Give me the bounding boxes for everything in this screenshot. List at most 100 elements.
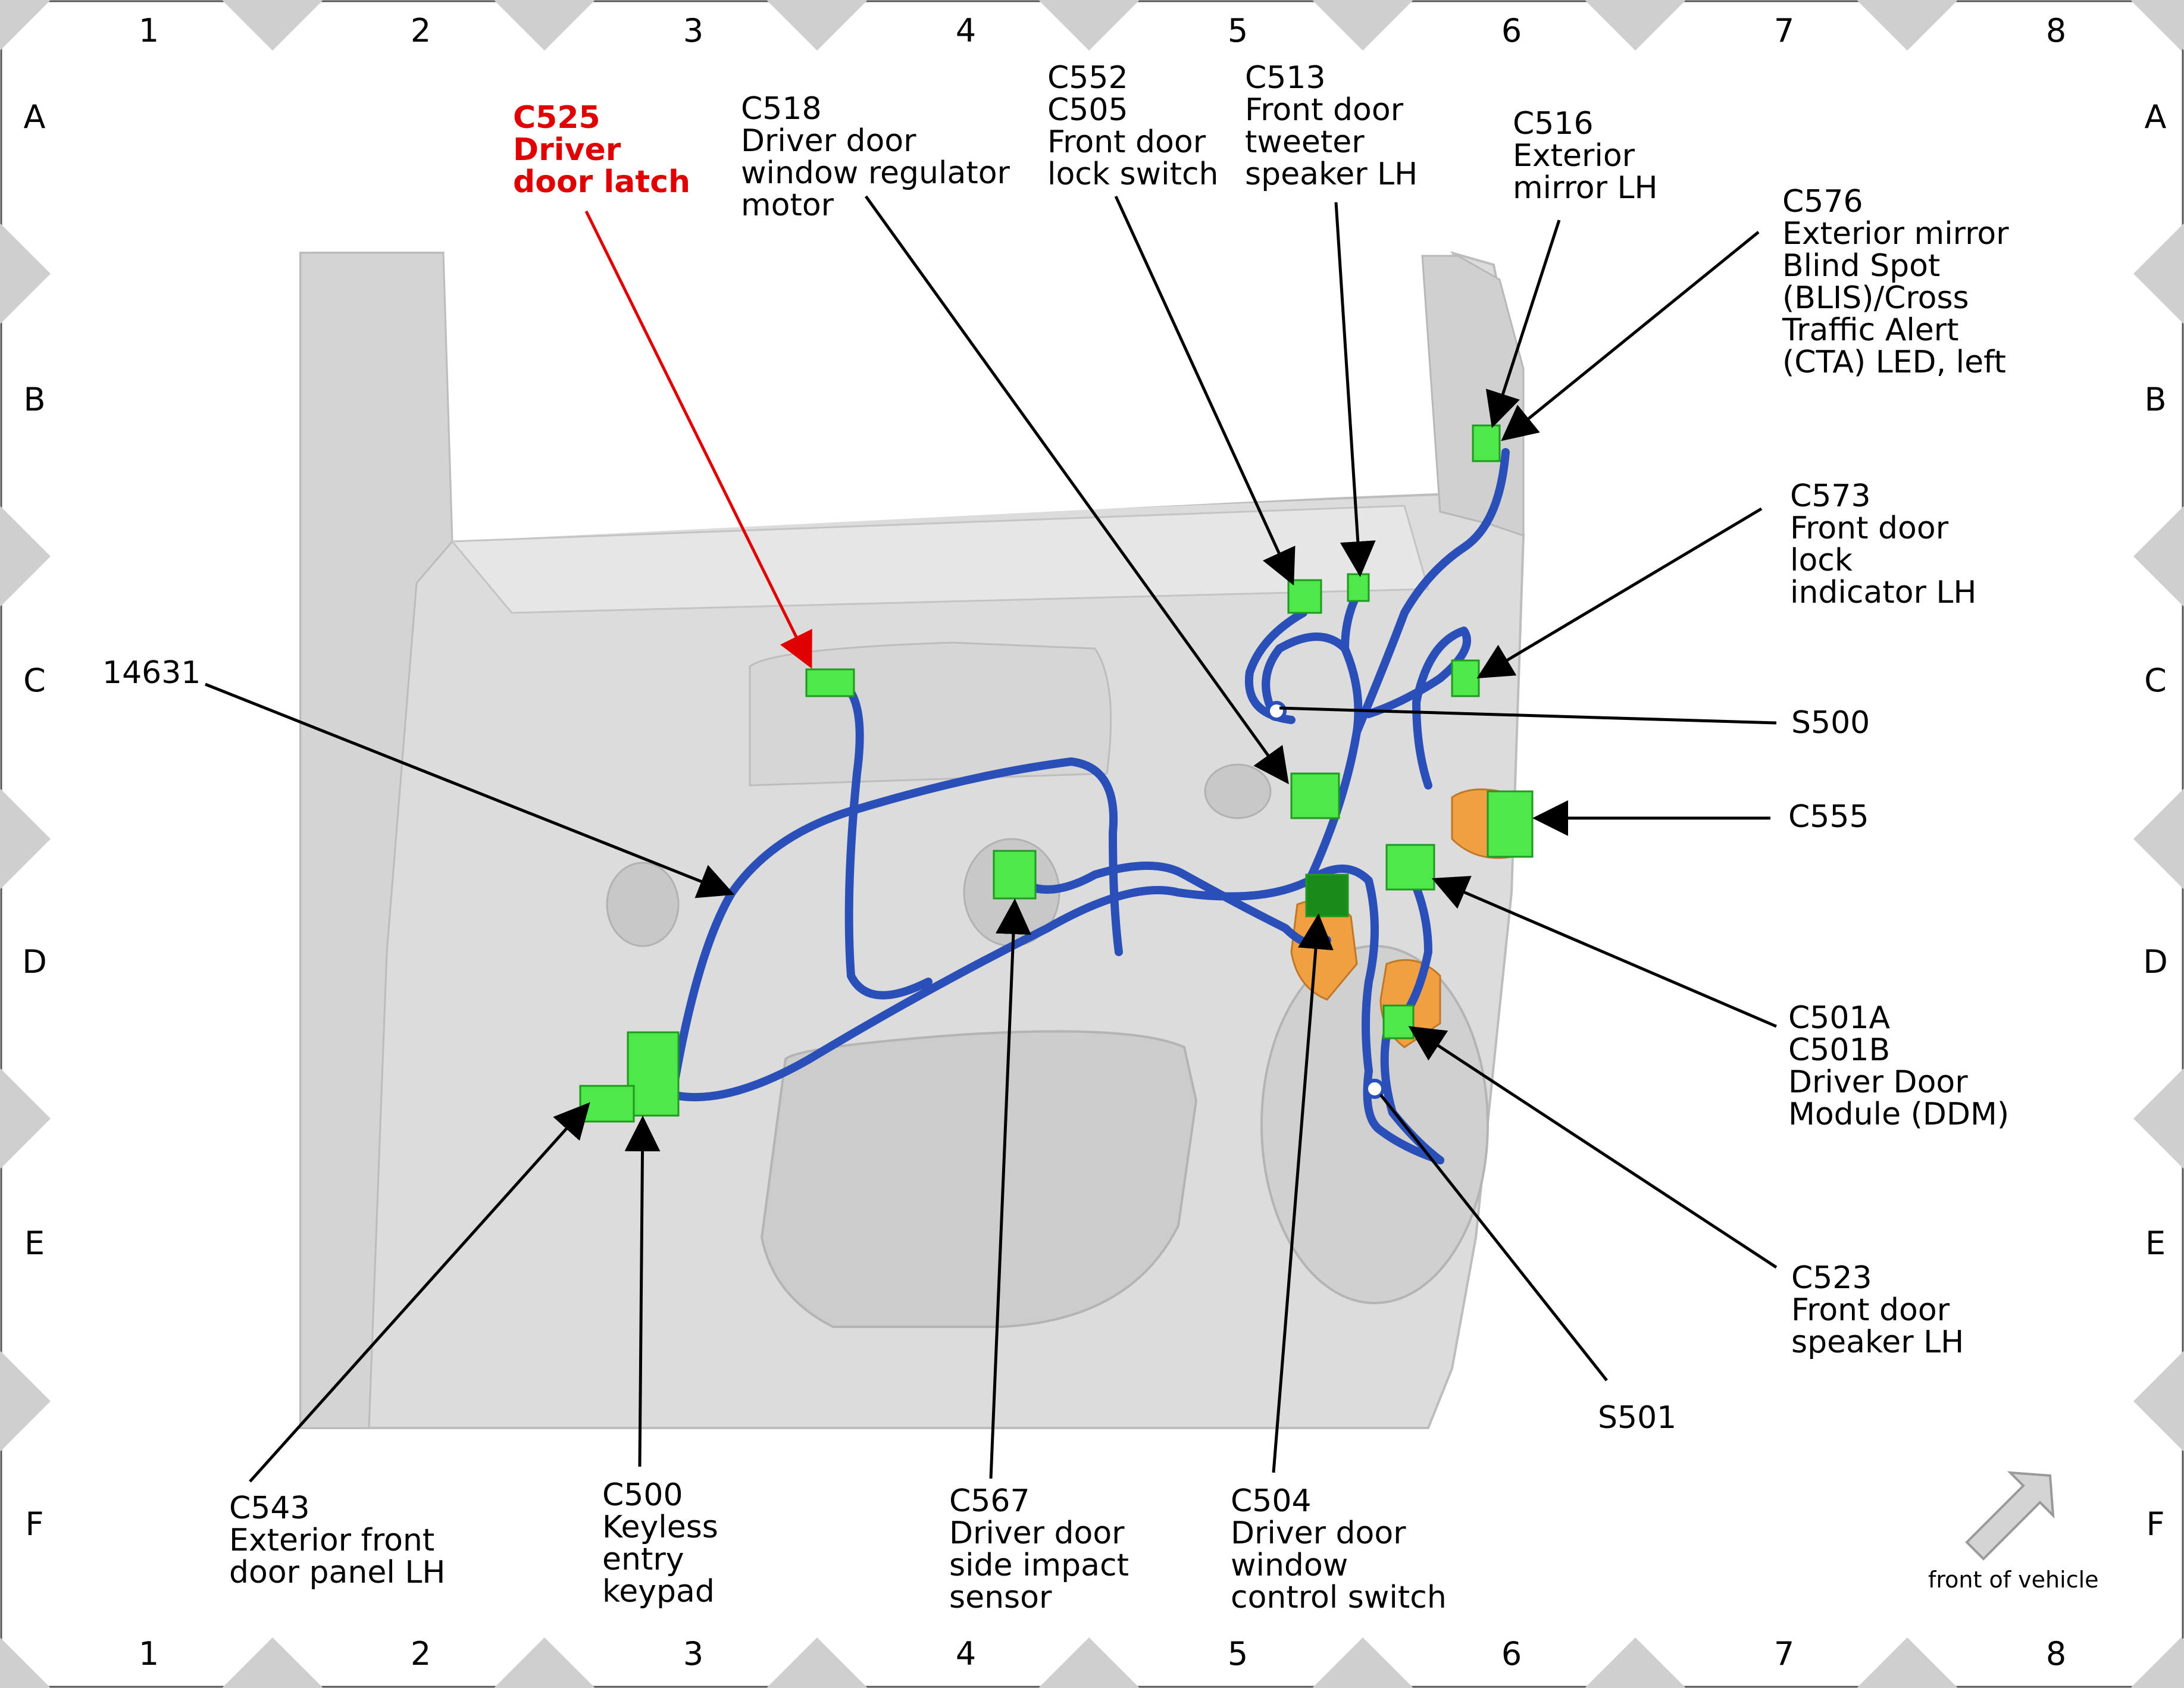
grid-column-label: 4 — [956, 12, 976, 49]
callout-line: tweeter — [1245, 124, 1365, 160]
leader-c518 — [864, 195, 1289, 785]
grid-row-label: D — [2143, 943, 2168, 981]
callout-s501: S501 — [1598, 1400, 1676, 1436]
access-hole — [606, 862, 680, 947]
callout-line: Traffic Alert — [1782, 312, 1959, 348]
leader-c573 — [1476, 507, 1763, 679]
frame-marker — [0, 0, 51, 51]
callout-line: mirror LH — [1513, 170, 1658, 206]
grid-row-label: B — [23, 381, 45, 418]
callout-line: C516 — [1513, 106, 1594, 142]
grid-column-label: 1 — [139, 12, 159, 49]
frame-marker — [2133, 223, 2184, 324]
grid-row-label: D — [22, 943, 47, 981]
frame-marker — [1038, 1637, 1140, 1688]
frame-marker — [0, 506, 51, 607]
connector-c555 — [1487, 790, 1534, 858]
grid-row-label: C — [23, 662, 46, 699]
callout-line: window regulator — [741, 155, 1010, 191]
callout-line: C567 — [949, 1483, 1030, 1519]
leader-s500 — [1279, 706, 1777, 725]
callout-line: lock switch — [1047, 156, 1219, 192]
callout-line: C501A — [1788, 1000, 1891, 1036]
callout-line: Front door — [1791, 1292, 1950, 1328]
callout-line: door latch — [513, 164, 690, 200]
splice-s500 — [1266, 701, 1287, 721]
callout-line: Front door — [1245, 92, 1404, 128]
callout-line: Keyless — [602, 1510, 718, 1545]
connector-c552-c505 — [1287, 579, 1322, 614]
leader-c501 — [1431, 876, 1777, 1028]
connector-c525 — [805, 668, 855, 697]
callout-line: C555 — [1788, 799, 1869, 835]
grid-column-label: 7 — [1774, 1635, 1794, 1673]
frame-marker — [0, 1351, 51, 1452]
callout-line: Exterior — [1513, 138, 1635, 174]
callout-line: window — [1231, 1548, 1348, 1583]
callout-line: door panel LH — [229, 1555, 445, 1590]
leader-lines — [205, 195, 1778, 1483]
connector-c504 — [1305, 873, 1349, 917]
callout-line: Front door — [1790, 511, 1949, 546]
callout-line: C543 — [229, 1490, 310, 1526]
grid-row-label: F — [2146, 1505, 2164, 1543]
grid-column-label: 6 — [1501, 1635, 1522, 1673]
callout-s500: S500 — [1791, 705, 1870, 741]
grid-column-label: 2 — [411, 12, 431, 49]
frame-marker — [1857, 1637, 1958, 1688]
frame-marker — [0, 1637, 51, 1688]
door-panel-illustration — [299, 251, 1525, 1429]
grid-column-label: 3 — [683, 1635, 703, 1673]
grid-column-label: 4 — [956, 1635, 976, 1673]
frame-marker — [494, 1637, 595, 1688]
grid-column-label: 5 — [1228, 12, 1248, 49]
connector-c501 — [1385, 844, 1435, 891]
leader-c552-c505 — [1114, 195, 1296, 586]
connector-c543 — [579, 1085, 635, 1123]
splice-s501 — [1365, 1079, 1385, 1099]
frame-marker — [0, 788, 51, 890]
leader-c516 — [1485, 220, 1561, 428]
frame-marker — [2133, 1068, 2184, 1169]
grid-row-label: C — [2144, 662, 2167, 699]
harness-branch — [1363, 1067, 1444, 1164]
callout-line: C523 — [1791, 1260, 1872, 1296]
callout-line: C576 — [1782, 184, 1863, 220]
speaker-recess — [760, 1030, 1198, 1328]
access-hole — [1204, 763, 1272, 819]
connector-c573 — [1451, 659, 1480, 697]
callout-line: motor — [741, 187, 834, 223]
callout-line: C505 — [1047, 92, 1128, 128]
leader-c525 — [584, 210, 812, 669]
grid-row-label: E — [2145, 1224, 2166, 1262]
callout-line: speaker LH — [1245, 156, 1418, 192]
frame-marker — [766, 1637, 868, 1688]
callout-line: speaker LH — [1791, 1324, 1964, 1360]
callout-line: 14631 — [102, 655, 201, 691]
callout-line: S500 — [1791, 705, 1870, 741]
leader-c523 — [1408, 1026, 1778, 1269]
frame-marker — [0, 223, 51, 324]
arrow-up-right-icon — [1965, 1471, 2055, 1561]
callout-line: (CTA) LED, left — [1782, 345, 2006, 380]
callout-line: C552 — [1047, 60, 1128, 96]
leader-c500 — [624, 1116, 661, 1467]
callout-line: entry — [602, 1542, 684, 1577]
door-frame-pillar — [299, 252, 453, 1429]
harness-branch — [826, 674, 933, 1000]
window-opening — [443, 253, 1452, 541]
callout-line: C500 — [602, 1477, 683, 1513]
connector-c567 — [993, 850, 1037, 900]
callout-line: lock — [1790, 543, 1853, 578]
orientation-indicator: front of vehicle — [1928, 1471, 2099, 1593]
